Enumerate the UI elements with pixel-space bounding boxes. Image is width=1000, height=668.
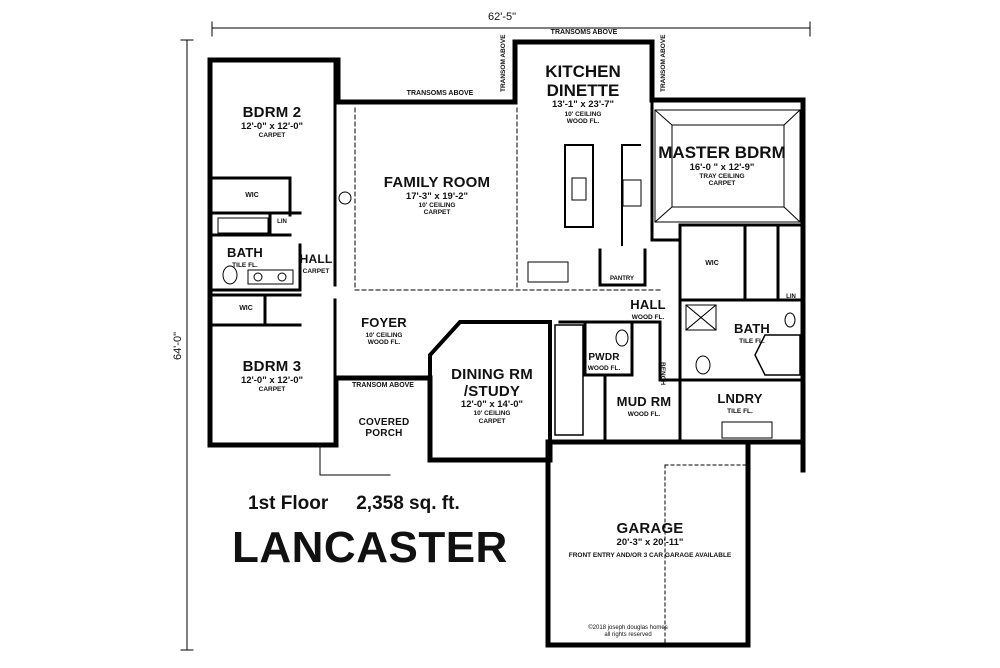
room-note: CARPET xyxy=(258,386,286,394)
room-note: TRAY CEILING xyxy=(699,173,745,181)
room-porch: COVERED PORCH xyxy=(359,417,410,439)
dimension-lines xyxy=(180,21,811,651)
room-bdrm2: BDRM 2 12'-0" x 12'-0" CARPET xyxy=(241,104,303,139)
copyright-line1: ©2018 joseph douglas homes xyxy=(588,625,668,631)
room-note: CARPET xyxy=(302,267,330,275)
room-name: HALL xyxy=(630,297,666,312)
room-note: FRONT ENTRY AND/OR 3 CAR GARAGE AVAILABL… xyxy=(568,552,732,560)
room-note: WOOD FL. xyxy=(367,338,401,346)
overall-depth: 64'-0" xyxy=(172,331,184,360)
room-name: HALL xyxy=(299,252,333,266)
room-name-line2: /STUDY xyxy=(463,382,521,400)
lin-label-1: LIN xyxy=(277,219,287,225)
room-dimensions: 12'-0" x 12'-0" xyxy=(240,374,304,386)
room-name: FAMILY ROOM xyxy=(383,174,491,191)
room-family: FAMILY ROOM 17'-3" x 19'-2" 10' CEILING … xyxy=(384,174,490,216)
room-note: WOOD FL. xyxy=(631,313,665,321)
fixtures xyxy=(217,191,796,439)
room-note: 10' CEILING xyxy=(418,202,456,210)
pantry-label: PANTRY xyxy=(610,276,634,282)
room-hall-main: HALL WOOD FL. xyxy=(630,296,665,321)
lin-label-2: LIN xyxy=(786,294,796,300)
room-name: BDRM 3 xyxy=(242,358,302,375)
room-name-line1: DINING RM xyxy=(451,366,533,383)
room-dimensions: 12'-0" x 12'-0" xyxy=(240,120,304,132)
room-note: CARPET xyxy=(423,209,451,217)
floor-area: 2,358 sq. ft. xyxy=(356,493,460,514)
room-note: TILE FL. xyxy=(739,337,765,345)
transoms-above-top: TRANSOMS ABOVE xyxy=(550,29,618,36)
room-note: WOOD FL. xyxy=(587,364,621,372)
room-name-line1: KITCHEN xyxy=(545,62,621,81)
room-bath-left: BATH TILE FL. xyxy=(227,244,263,269)
room-master: MASTER BDRM 16'-0 " x 12'-9" TRAY CEILIN… xyxy=(658,143,786,188)
room-note: TILE FL. xyxy=(232,261,258,269)
room-name: BDRM 2 xyxy=(242,104,302,121)
room-note: WOOD FL. xyxy=(627,410,661,418)
room-pwdr: PWDR WOOD FL. xyxy=(588,347,621,372)
room-kitchen: KITCHEN DINETTE 13'-1" x 23'-7" 10' CEIL… xyxy=(545,62,621,125)
room-name: BATH xyxy=(734,321,770,336)
windows xyxy=(241,39,791,463)
room-name-line2: DINETTE xyxy=(546,80,620,100)
interior-walls xyxy=(210,58,805,646)
room-name: PWDR xyxy=(588,352,620,363)
room-hall-bed: HALL CARPET xyxy=(300,250,333,275)
room-note: CARPET xyxy=(478,417,506,425)
room-dimensions: 13'-1" x 23'-7" xyxy=(551,99,615,111)
room-note: TILE FL. xyxy=(727,407,753,415)
transoms-above-family: TRANSOMS ABOVE xyxy=(406,90,474,97)
room-dimensions: 16'-0 " x 12'-9" xyxy=(689,161,755,173)
room-note: CARPET xyxy=(258,132,286,140)
room-dimensions: 20'-3" x 20'-11" xyxy=(616,536,684,548)
floor-label: 1st Floor xyxy=(248,493,329,514)
room-bath-master: BATH TILE FL. xyxy=(734,320,770,345)
room-lndry: LNDRY TILE FL. xyxy=(717,390,762,415)
room-note: 10' CEILING xyxy=(365,331,403,339)
copyright-line2: all rights reserved xyxy=(604,631,652,638)
room-name: MUD RM xyxy=(616,394,672,409)
bench-label: BENCH xyxy=(659,362,666,386)
room-note: CARPET xyxy=(708,180,736,188)
transom-above-right: TRANSOM ABOVE xyxy=(660,34,667,92)
room-garage: GARAGE 20'-3" x 20'-11" FRONT ENTRY AND/… xyxy=(569,520,732,559)
room-name: BATH xyxy=(227,245,263,260)
room-foyer: FOYER 10' CEILING WOOD FL. xyxy=(361,314,407,346)
room-name-line2: PORCH xyxy=(365,428,403,439)
overall-width: 62'-5" xyxy=(488,11,517,23)
exterior-walls xyxy=(207,39,806,648)
room-name-line1: COVERED xyxy=(358,417,410,428)
wic-label-1: WIC xyxy=(245,192,259,199)
room-dimensions: 17'-3" x 19'-2" xyxy=(405,190,469,202)
room-dimensions: 12'-0" x 14'-0" xyxy=(460,399,524,410)
room-dining: DINING RM /STUDY 12'-0" x 14'-0" 10' CEI… xyxy=(451,366,533,425)
wic-label-2: WIC xyxy=(239,305,253,312)
copyright: ©2018 joseph douglas homes all rights re… xyxy=(588,625,667,638)
room-name: LNDRY xyxy=(717,391,763,406)
transom-above-porch: TRANSOM ABOVE xyxy=(352,382,414,389)
plan-name: LANCASTER xyxy=(232,523,508,572)
room-note: 10' CEILING xyxy=(564,110,602,118)
room-bdrm3: BDRM 3 12'-0" x 12'-0" CARPET xyxy=(241,358,303,393)
room-note: 10' CEILING xyxy=(473,410,511,418)
transom-above-left: TRANSOM ABOVE xyxy=(500,34,507,92)
room-note: WOOD FL. xyxy=(566,117,600,125)
floor-info: 1st Floor 2,358 sq. ft. xyxy=(248,493,488,515)
room-name: MASTER BDRM xyxy=(658,143,786,162)
room-name: FOYER xyxy=(361,315,407,330)
room-name: GARAGE xyxy=(616,520,684,537)
room-mudrm: MUD RM WOOD FL. xyxy=(617,393,672,418)
wic-label-3: WIC xyxy=(705,260,719,267)
